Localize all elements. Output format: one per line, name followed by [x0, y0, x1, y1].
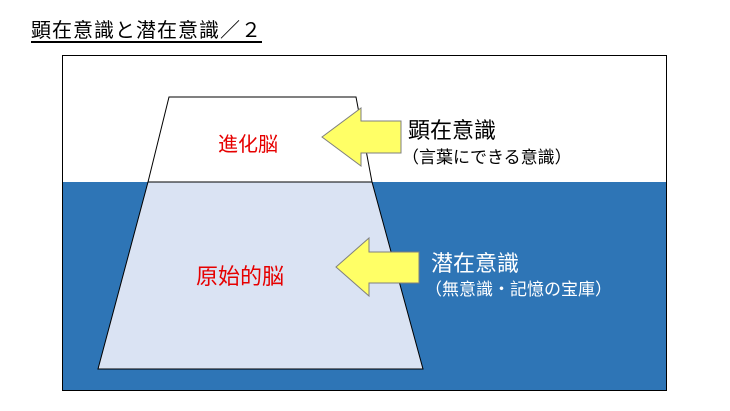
- subconscious-subtitle: （無意識・記憶の宝庫）: [425, 280, 612, 300]
- subconscious-title: 潜在意識: [431, 252, 520, 277]
- evolved-brain-label: 進化脳: [218, 132, 278, 156]
- iceberg-lower: [97, 181, 424, 370]
- arrow-left-upper: [321, 107, 402, 167]
- conscious-title: 顕在意識: [408, 119, 497, 144]
- slide-title: 顕在意識と潜在意識／２: [31, 18, 262, 42]
- conscious-subtitle: （言葉にできる意識）: [402, 148, 572, 168]
- arrow-left-lower: [335, 236, 420, 298]
- primitive-brain-label: 原始的脳: [196, 265, 285, 290]
